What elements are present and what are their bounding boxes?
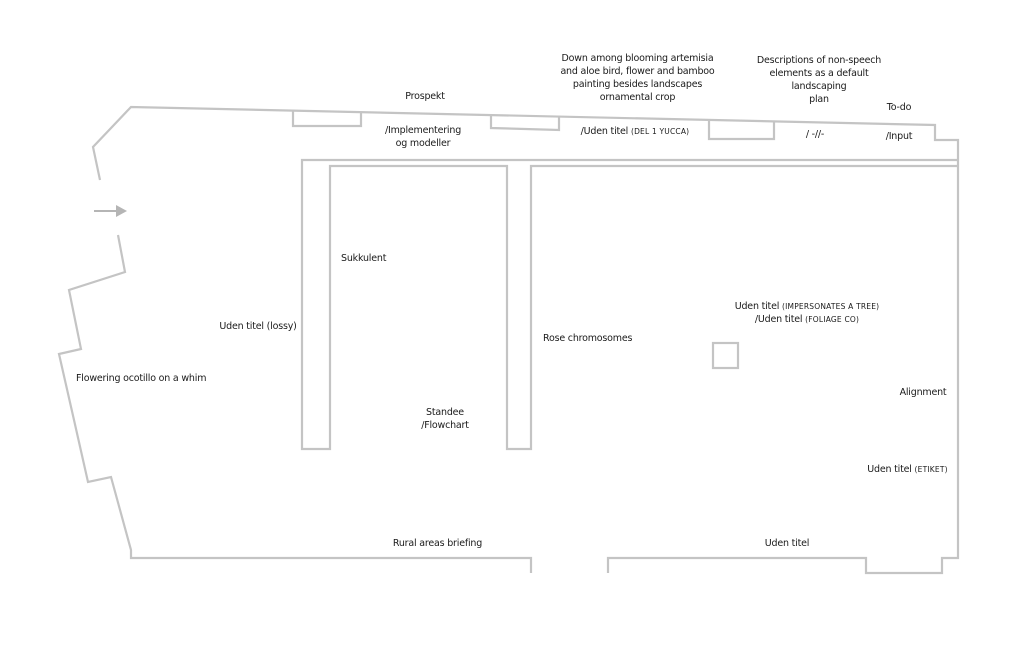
label-uden-titel-tree: Uden titel (IMPERSONATES A TREE) /Uden t… <box>734 301 880 325</box>
label-uden-titel-bottom: Uden titel <box>764 538 810 549</box>
label-uden-titel-lossy: Uden titel (lossy) <box>219 321 297 332</box>
label-implementering: /Implementering og modeller <box>384 125 462 149</box>
label-prospekt: Prospekt <box>405 91 445 102</box>
label-to-do: To-do <box>886 102 912 113</box>
label-slash-mark: / -//- <box>805 129 825 140</box>
label-alignment: Alignment <box>899 387 947 398</box>
arrow-right-icon <box>94 205 127 217</box>
label-rural-areas: Rural areas briefing <box>392 538 483 549</box>
niche-2 <box>489 116 561 132</box>
outer-wall-west <box>57 234 533 573</box>
label-rose-chromosomes: Rose chromosomes <box>543 333 633 344</box>
label-flowering-ocotillo: Flowering ocotillo on a whim <box>76 373 207 384</box>
label-input: /Input <box>885 131 913 142</box>
label-uden-titel-yucca: /Uden titel (DEL 1 YUCCA) <box>580 126 690 137</box>
label-standee: Standee /Flowchart <box>421 407 469 431</box>
small-square <box>711 341 740 370</box>
label-down-among: Down among blooming artemisia and aloe b… <box>560 53 715 103</box>
outer-wall <box>91 105 960 575</box>
niche-3 <box>707 120 776 141</box>
label-uden-titel-etiket: Uden titel (ETIKET) <box>867 464 948 475</box>
inner-top-wall <box>300 158 958 451</box>
label-sukkulent: Sukkulent <box>341 253 387 264</box>
niche-1 <box>291 111 363 128</box>
label-descriptions: Descriptions of non-speech elements as a… <box>756 55 882 105</box>
